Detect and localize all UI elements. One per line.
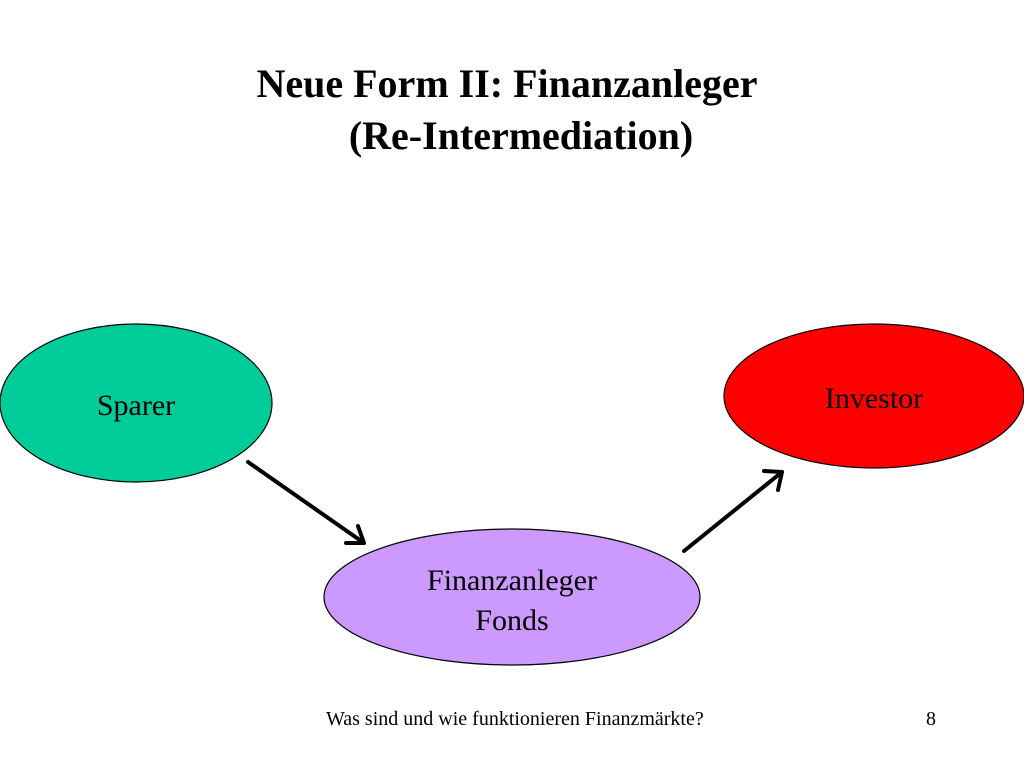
sparer-node [0,323,273,483]
arrow-finanzanleger-to-investor [682,469,784,553]
title-line-2: (Re-Intermediation) [348,113,694,158]
finanzanleger-node [323,528,701,666]
investor-label: Investor [825,382,923,415]
footer-text: Was sind und wie funktionieren Finanzmär… [326,708,704,730]
slide-title: Neue Form II: Finanzanleger (Re-Intermed… [0,58,1024,162]
finanzanleger-label-line-2: Fonds [475,604,548,637]
investor-node [723,323,1024,469]
arrow-sparer-to-finanzanleger [246,460,366,545]
sparer-label: Sparer [97,389,175,422]
page-number: 8 [926,708,936,730]
finanzanleger-label-line-1: Finanzanleger [427,564,597,597]
title-line-1: Neue Form II: Finanzanleger [256,61,758,106]
